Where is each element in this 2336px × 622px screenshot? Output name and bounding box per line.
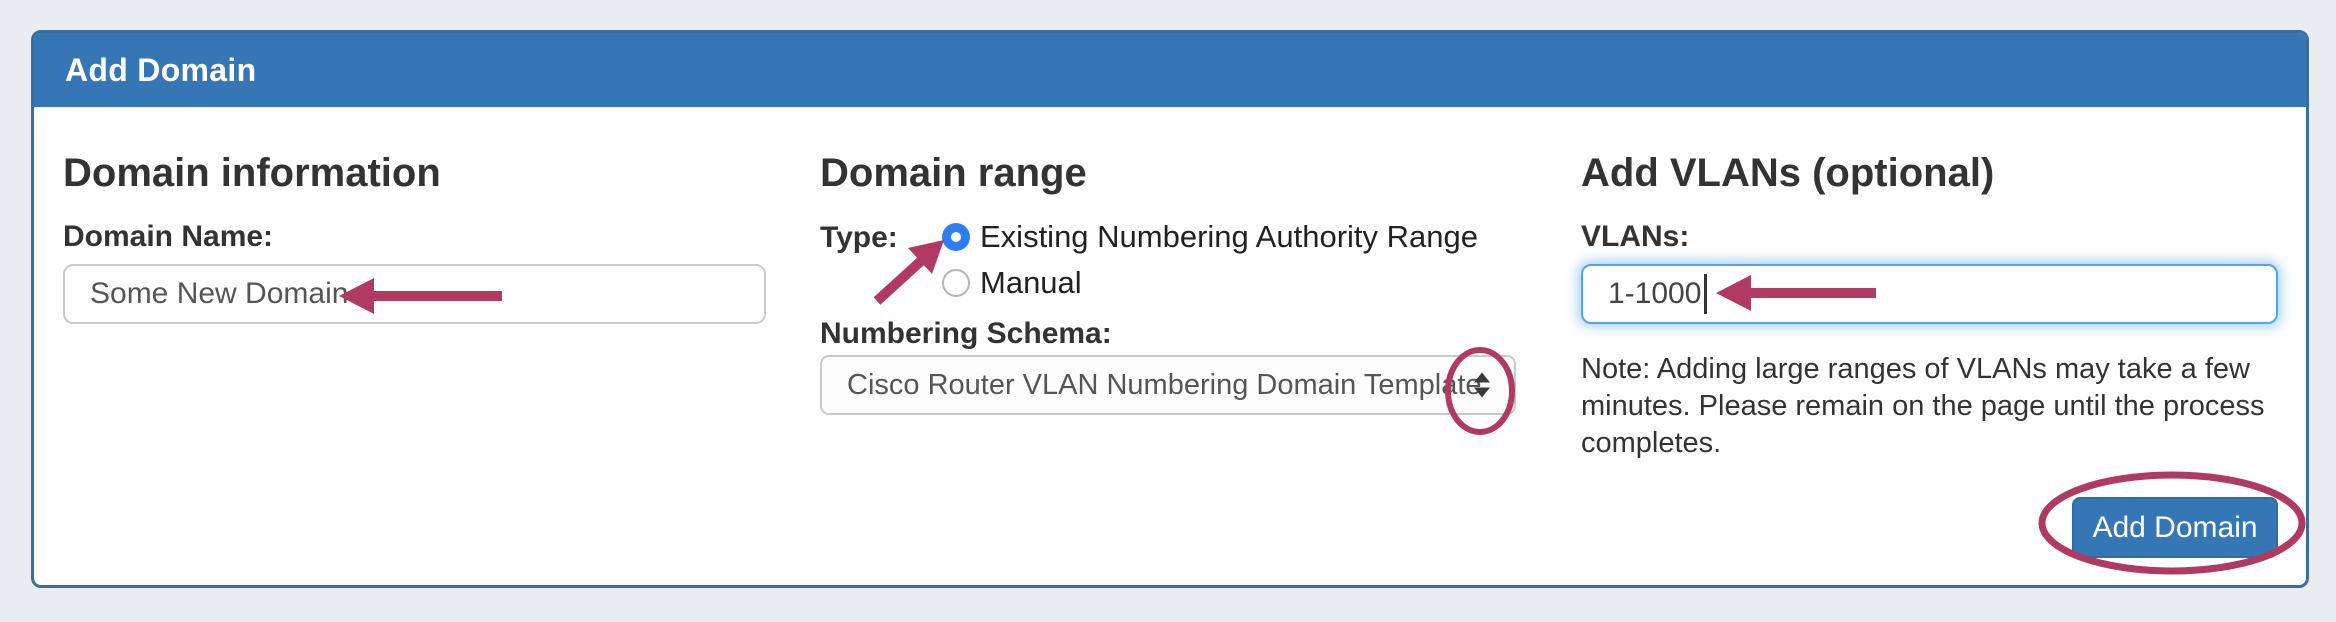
type-label: Type: — [820, 221, 898, 254]
radio-option-label: Existing Numbering Authority Range — [980, 219, 1478, 254]
radio-selected-icon[interactable] — [942, 223, 970, 251]
domain-name-input[interactable] — [63, 264, 766, 324]
panel-header: Add Domain — [34, 33, 2306, 107]
numbering-schema-selected-value: Cisco Router VLAN Numbering Domain Templ… — [847, 368, 1482, 401]
vlans-note: Note: Adding large ranges of VLANs may t… — [1581, 353, 2265, 459]
radio-option-label: Manual — [980, 265, 1082, 300]
domain-information-heading: Domain information — [63, 151, 441, 195]
radio-manual[interactable]: Manual — [942, 265, 1082, 300]
add-vlans-heading: Add VLANs (optional) — [1581, 151, 1995, 195]
radio-existing-numbering-authority-range[interactable]: Existing Numbering Authority Range — [942, 219, 1478, 254]
add-domain-button[interactable]: Add Domain — [2072, 497, 2278, 558]
vlans-input[interactable]: 1-1000 — [1581, 264, 2278, 324]
numbering-schema-select[interactable]: Cisco Router VLAN Numbering Domain Templ… — [820, 355, 1516, 415]
text-cursor — [1704, 274, 1708, 314]
panel-title: Add Domain — [65, 51, 257, 88]
numbering-schema-label: Numbering Schema: — [820, 317, 1112, 350]
vlans-label: VLANs: — [1581, 220, 1690, 253]
domain-range-heading: Domain range — [820, 151, 1087, 195]
domain-name-label: Domain Name: — [63, 220, 274, 253]
vlans-input-value: 1-1000 — [1608, 277, 1702, 310]
select-up-down-arrows-icon — [1474, 372, 1490, 398]
radio-unselected-icon[interactable] — [942, 269, 970, 297]
